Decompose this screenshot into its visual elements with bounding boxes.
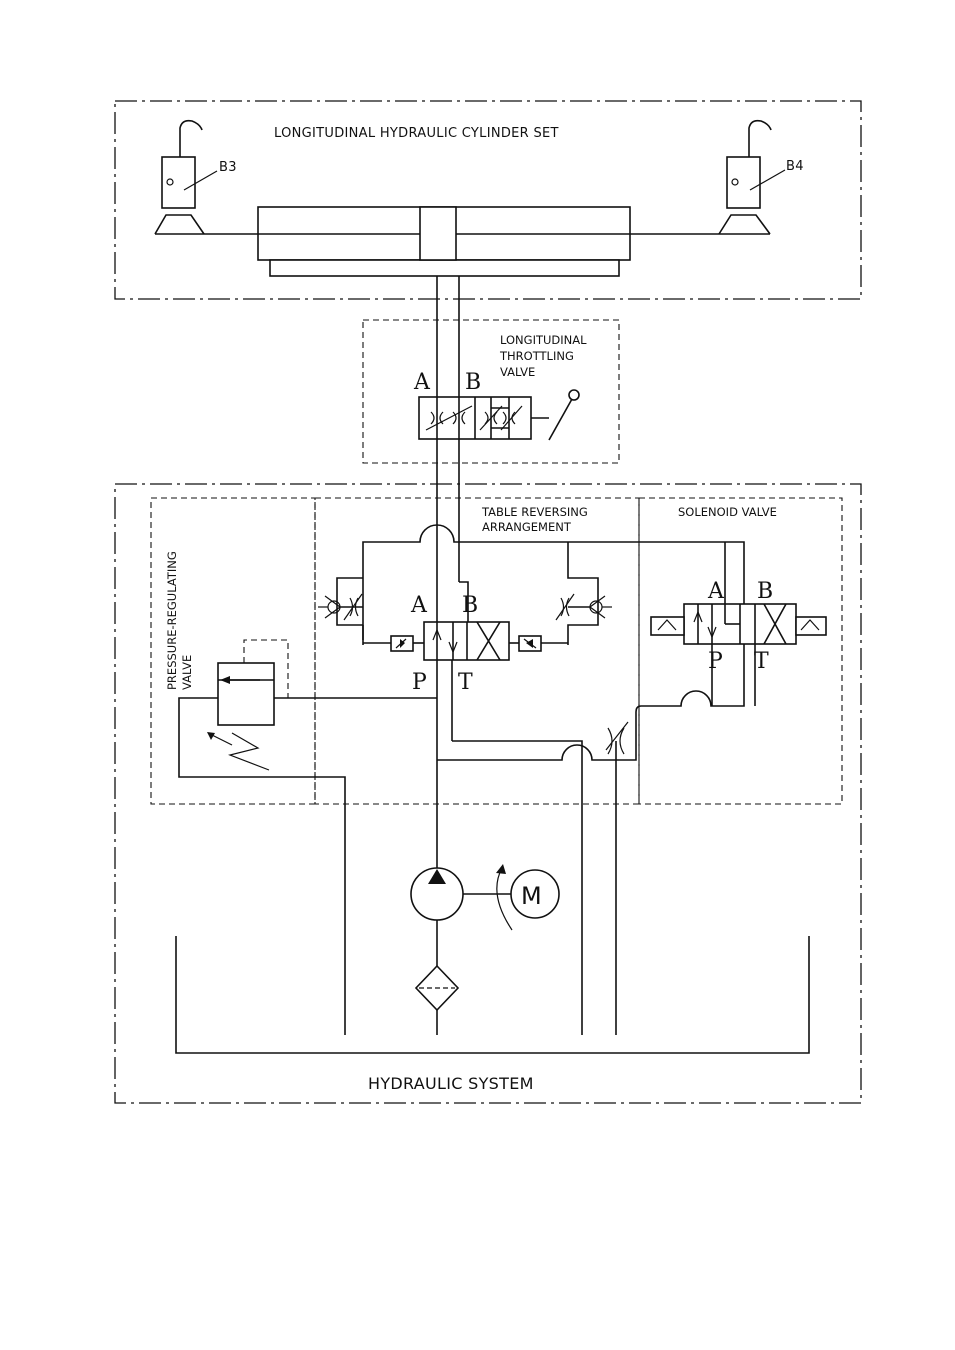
left-check-throttle xyxy=(318,578,363,625)
throttling-valve-label-1: LONGITUDINAL xyxy=(500,333,587,347)
solenoid-valve-label: SOLENOID VALVE xyxy=(678,505,777,519)
lower-throttle xyxy=(606,722,628,754)
sol-port-b: B xyxy=(757,579,773,604)
sensor-b4-label: B4 xyxy=(786,159,804,174)
throttling-valve xyxy=(419,390,579,440)
cylinder-set-label: LONGITUDINAL HYDRAULIC CYLINDER SET xyxy=(274,126,559,141)
sensor-b4 xyxy=(719,121,785,234)
sol-port-a: A xyxy=(707,579,725,604)
table-reversing-label-1: TABLE REVERSING xyxy=(481,505,588,519)
rev-port-b: B xyxy=(462,593,478,618)
hydraulic-system-boundary xyxy=(115,484,861,1103)
hydraulic-pump xyxy=(411,868,463,966)
motor-label: M xyxy=(521,882,542,910)
solenoid-valve xyxy=(651,542,826,706)
electric-motor xyxy=(463,864,559,930)
throttle-port-a: A xyxy=(413,370,431,395)
rev-port-t: T xyxy=(458,670,473,695)
hydraulic-system-label: HYDRAULIC SYSTEM xyxy=(368,1074,534,1093)
sol-port-p: P xyxy=(708,649,723,674)
rev-port-a: A xyxy=(410,593,428,618)
pressure-regulating-label-1: PRESSURE-REGULATING xyxy=(165,551,179,690)
pressure-regulating-label-2: VALVE xyxy=(180,655,194,690)
hydraulic-cylinder xyxy=(155,207,770,276)
filter xyxy=(416,966,458,1035)
throttle-port-b: B xyxy=(465,370,481,395)
sensor-b3 xyxy=(155,121,217,234)
solenoid-valve-boundary xyxy=(639,498,842,804)
throttling-valve-label-2: THROTTLING xyxy=(499,349,574,363)
rev-port-p: P xyxy=(412,670,427,695)
table-reversing-label-2: ARRANGEMENT xyxy=(482,520,572,534)
pressure-regulating-valve xyxy=(207,640,288,770)
pressure-line-left xyxy=(179,698,437,1035)
sol-port-t: T xyxy=(754,649,769,674)
right-check-throttle xyxy=(556,542,612,645)
throttling-valve-label-3: VALVE xyxy=(500,365,535,379)
tank xyxy=(176,936,809,1053)
sensor-b3-label: B3 xyxy=(219,160,237,175)
